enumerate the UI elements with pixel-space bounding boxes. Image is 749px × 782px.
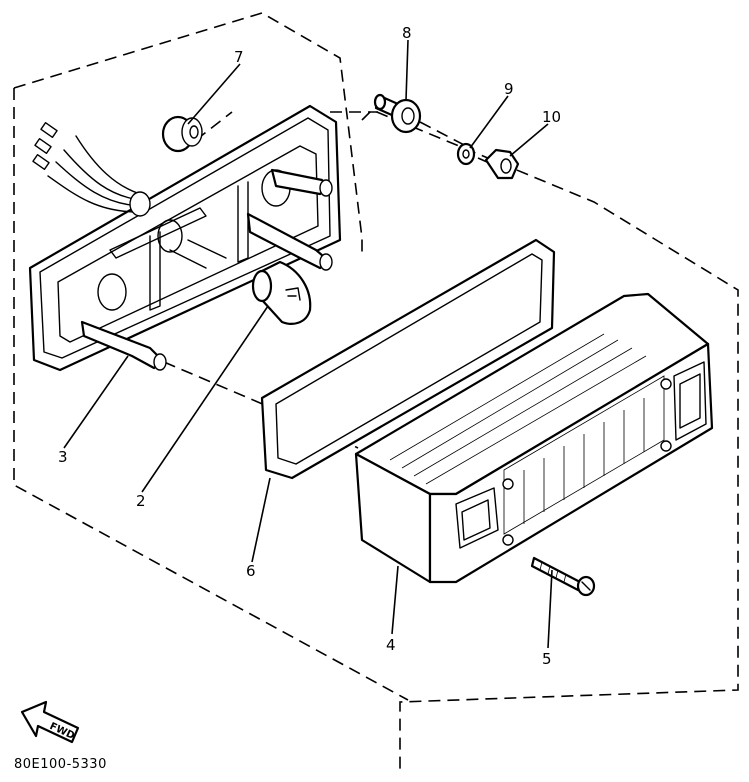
part-number-7: 7 (234, 48, 244, 66)
part-number-8: 8 (402, 24, 412, 42)
part-number-9: 9 (504, 80, 514, 98)
assembly-outline-right (361, 109, 739, 772)
leader-line-5 (547, 569, 553, 649)
leader-line-3 (63, 355, 129, 449)
lens (354, 292, 714, 584)
part-number-5: 5 (542, 650, 552, 668)
assembly-outline-left (13, 12, 363, 252)
bulb (251, 260, 312, 325)
gasket (260, 238, 556, 480)
leader-line-8 (405, 39, 409, 101)
part-number-4: 4 (386, 636, 396, 654)
grommet (161, 115, 203, 153)
part-number-2: 2 (136, 492, 146, 510)
leader-line-10 (509, 123, 549, 157)
lamp-housing (28, 104, 342, 372)
part-number-6: 6 (246, 562, 256, 580)
screw (530, 556, 596, 597)
washer (456, 142, 476, 166)
part-number-3: 3 (58, 448, 68, 466)
part-number-10: 10 (542, 108, 561, 126)
collar (373, 93, 422, 134)
leader-line-9 (469, 95, 509, 149)
fwd-arrow-icon: FWD (20, 700, 80, 744)
leader-line-2 (141, 305, 269, 493)
leader-line-4 (391, 565, 399, 635)
leader-line-6 (251, 477, 271, 563)
leader-line-7 (187, 63, 241, 125)
diagram-code: 80E100-5330 (14, 757, 107, 772)
wiring-harness (32, 122, 151, 217)
nut (484, 148, 520, 180)
